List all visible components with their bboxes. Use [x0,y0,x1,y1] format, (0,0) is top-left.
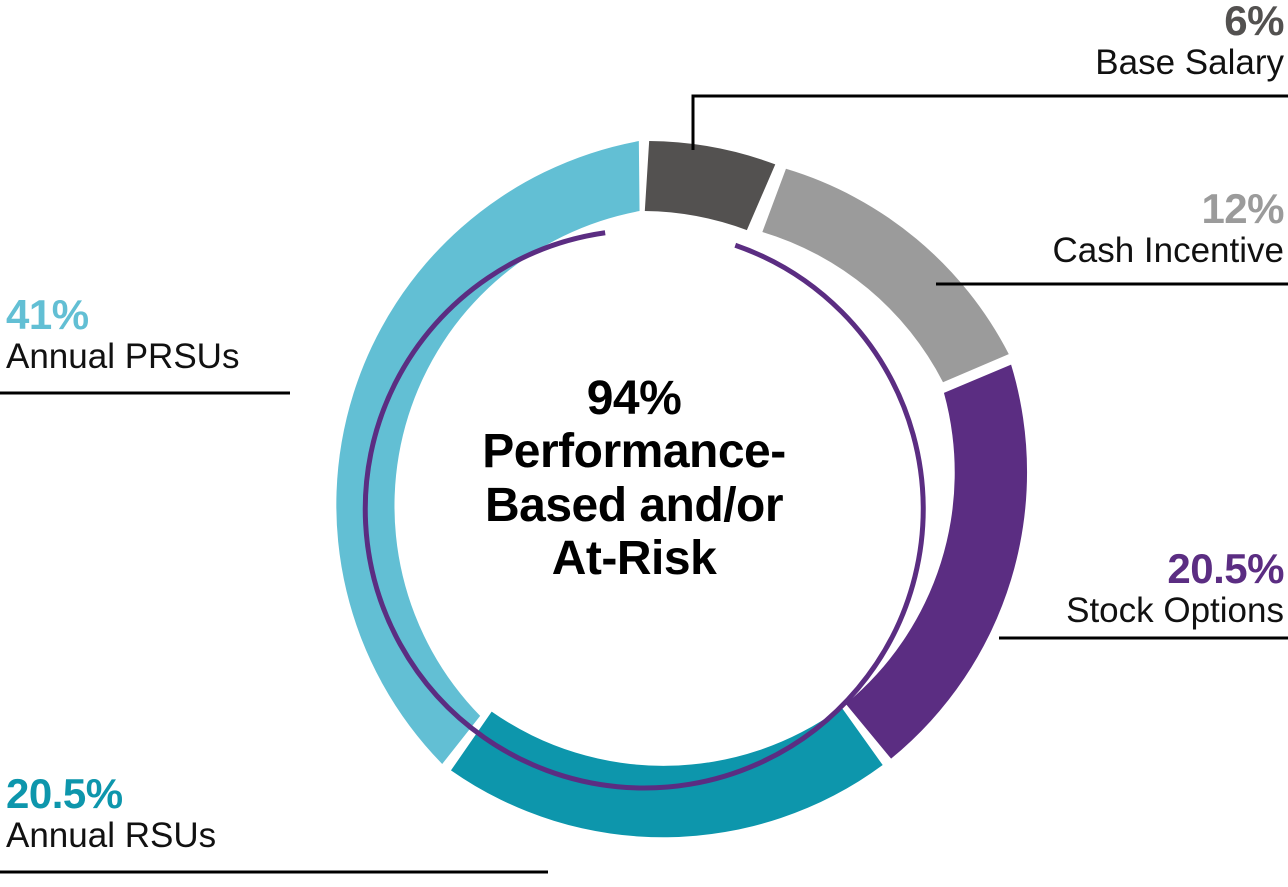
callout-cash-incentive[interactable]: 12% Cash Incentive [1052,188,1284,273]
callout-annual-prsus-value: 41% [6,291,89,338]
callout-annual-prsus[interactable]: 41% Annual PRSUs [6,294,239,379]
callout-annual-rsus-label: Annual RSUs [6,816,217,855]
callout-stock-options[interactable]: 20.5% Stock Options [1066,548,1284,633]
callout-stock-options-label: Stock Options [1066,591,1284,630]
leader-line-base-salary [691,94,1288,150]
callout-base-salary-value: 6% [1224,0,1284,44]
slice-annual-prsus[interactable] [336,141,640,764]
slice-base-salary[interactable] [644,141,776,231]
slice-annual-rsus[interactable] [450,707,883,838]
slice-stock-options[interactable] [845,364,1028,759]
callout-annual-rsus[interactable]: 20.5% Annual RSUs [6,773,216,858]
callout-cash-incentive-label: Cash Incentive [1052,231,1284,270]
callout-stock-options-value: 20.5% [1167,545,1284,592]
callout-cash-incentive-value: 12% [1201,185,1284,232]
at-risk-inner-arc [362,230,926,791]
donut-slices [336,141,1028,838]
callout-annual-prsus-label: Annual PRSUs [6,337,240,376]
leader-lines [0,94,1288,874]
callout-base-salary-label: Base Salary [1095,43,1284,82]
slice-cash-incentive[interactable] [762,168,1009,383]
callout-base-salary[interactable]: 6% Base Salary [1095,0,1284,85]
callout-annual-rsus-value: 20.5% [6,770,123,817]
